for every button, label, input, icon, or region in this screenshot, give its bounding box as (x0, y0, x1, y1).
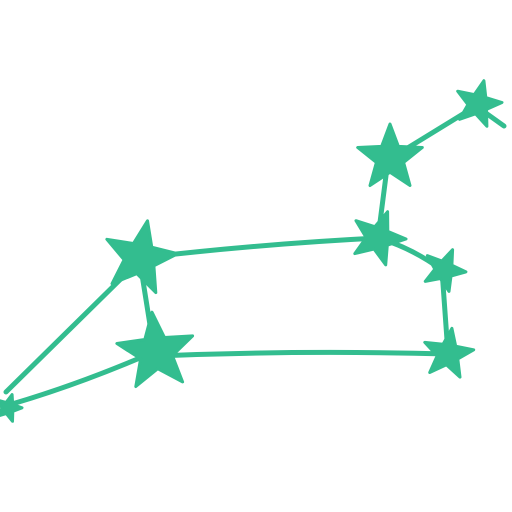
star-shoulder-icon (423, 248, 468, 293)
star-back-icon (353, 210, 408, 267)
star-head-icon (356, 122, 424, 187)
line-tail-to-hip-bottom (9, 349, 157, 407)
star-front-leg-icon (423, 326, 476, 379)
stars (0, 79, 504, 423)
star-hip-bottom-icon (115, 310, 195, 388)
star-tail-icon (0, 393, 24, 423)
star-hip-top-icon (105, 219, 180, 295)
line-belly (153, 349, 451, 359)
star-mane-icon (456, 79, 504, 128)
